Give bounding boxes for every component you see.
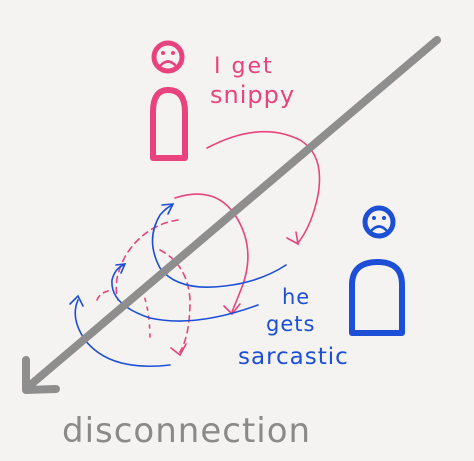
person-bottom-body	[349, 259, 405, 336]
person-bottom	[349, 205, 405, 336]
person-top-label-line1: I get	[214, 54, 274, 79]
sad-face-icon	[151, 40, 185, 74]
disconnection-label: disconnection	[62, 411, 311, 451]
person-top-body	[150, 87, 188, 161]
person-bottom-label-line3: sarcastic	[238, 344, 349, 370]
person-bottom-label-line2: gets	[266, 312, 315, 336]
blue-arrows	[69, 203, 287, 368]
person-top	[150, 40, 188, 161]
person-top-label-line2: snippy	[210, 81, 295, 109]
sad-face-icon	[362, 205, 396, 239]
person-bottom-label-line1: he	[282, 285, 310, 309]
disconnection-arrow	[22, 36, 441, 394]
